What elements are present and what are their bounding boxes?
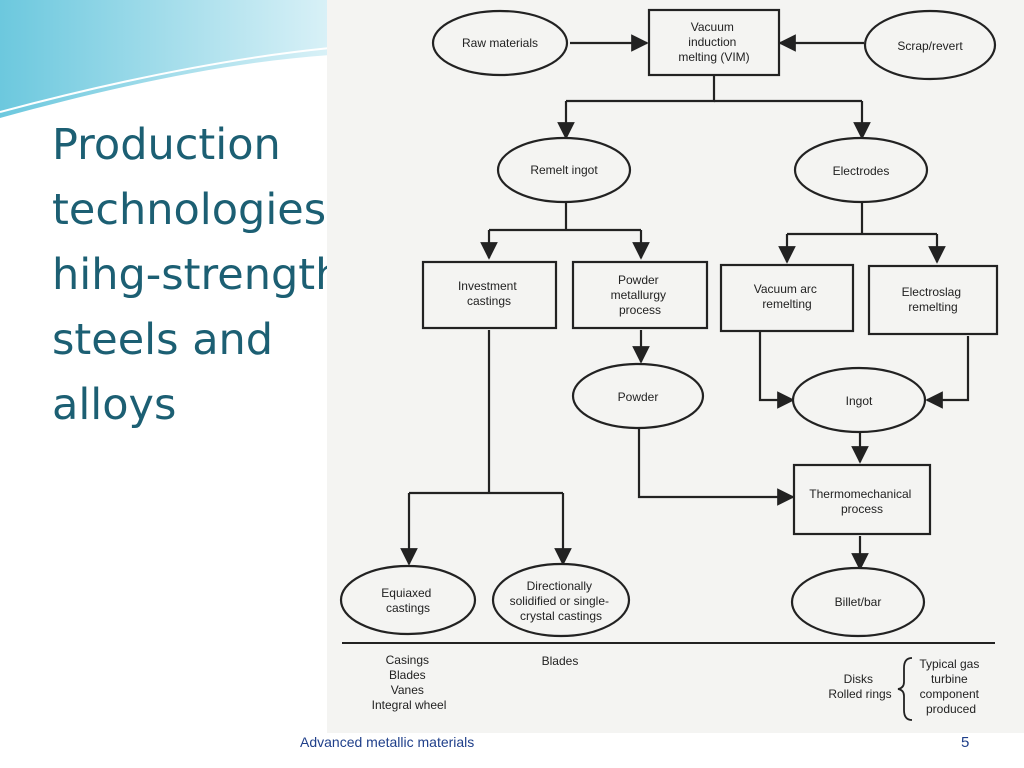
node-ingot	[791, 366, 927, 434]
footer-text: Advanced metallic materials	[300, 734, 475, 750]
label-powder: Powder	[618, 390, 659, 404]
label-thermomechanical-process: Thermomechanical process	[809, 487, 914, 516]
node-powder-metallurgy	[571, 260, 709, 330]
label-vacuum-arc-remelting: Vacuum arc remelting	[754, 282, 820, 311]
label-electroslag-remelting: Electroslag remelting	[902, 285, 965, 314]
node-scrap-revert	[863, 9, 997, 81]
title-line: Production	[52, 120, 281, 170]
products-directional: Blades	[542, 654, 579, 668]
node-raw-materials	[431, 9, 569, 77]
label-directional-castings: Directionally solidified or single- crys…	[510, 579, 613, 623]
arrow-powder-to-thermo	[637, 428, 795, 506]
products-equiaxed: Casings Blades Vanes Integral wheel	[372, 653, 447, 712]
label-scrap-revert: Scrap/revert	[897, 39, 963, 53]
arrow-var-to-ingot	[758, 332, 795, 409]
node-thermomechanical-process	[792, 463, 932, 536]
label-ingot: Ingot	[846, 394, 873, 408]
label-electrodes: Electrodes	[833, 164, 890, 178]
label-investment-castings: Investment castings	[458, 279, 520, 308]
node-remelt-ingot	[496, 136, 632, 204]
products-billet: Disks Rolled rings	[828, 672, 891, 701]
label-powder-metallurgy: Powder metallurgy process	[611, 273, 670, 317]
title-line: hihg-strength	[52, 250, 343, 300]
node-vim	[647, 8, 781, 77]
title-line: steels and	[52, 315, 274, 365]
node-electrodes	[793, 136, 929, 204]
node-electroslag-remelting	[867, 264, 999, 336]
title-line: technologies of	[52, 185, 382, 235]
arrow-esr-to-ingot	[925, 336, 970, 409]
title-line: alloys	[52, 380, 177, 430]
label-remelt-ingot: Remelt ingot	[530, 163, 598, 177]
node-directional-castings	[491, 562, 631, 638]
node-billet-bar	[790, 566, 926, 638]
label-vim: Vacuum induction melting (VIM)	[678, 20, 749, 64]
process-flow-diagram: Raw materials Vacuum induction melting (…	[339, 8, 999, 721]
node-investment-castings	[421, 260, 558, 330]
slide-title: Production technologies of hihg-strength…	[52, 113, 432, 438]
connector-vim-split	[566, 76, 716, 103]
bracket-note: Typical gas turbine component produced	[919, 657, 982, 716]
label-raw-materials: Raw materials	[462, 36, 538, 50]
label-billet-bar: Billet/bar	[835, 595, 882, 609]
page-number: 5	[961, 734, 970, 751]
brace-icon	[897, 657, 913, 721]
node-vacuum-arc-remelting	[719, 263, 855, 333]
connectors	[400, 34, 970, 571]
node-powder	[571, 362, 705, 430]
label-equiaxed-castings: Equiaxed castings	[381, 586, 434, 615]
node-equiaxed-castings	[339, 564, 477, 636]
